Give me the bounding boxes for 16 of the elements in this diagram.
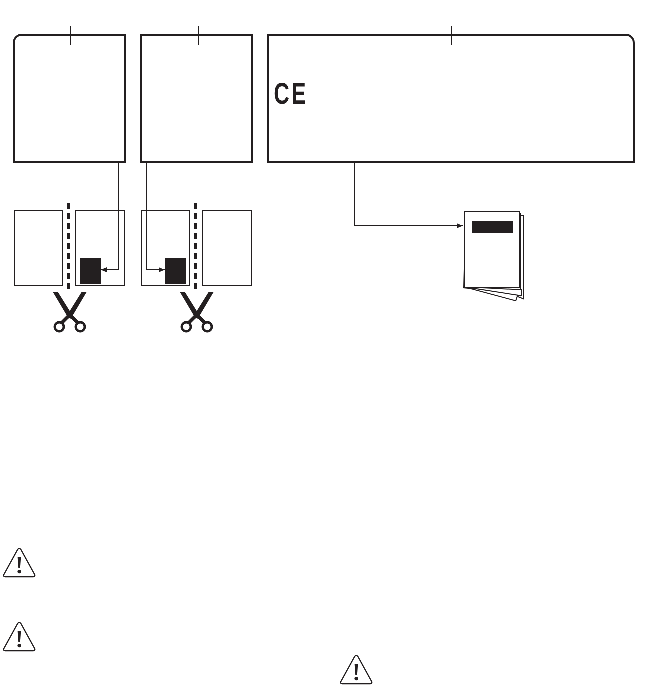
sticker-patch xyxy=(165,258,186,284)
leader-line xyxy=(70,26,72,46)
page-sheet xyxy=(141,210,190,286)
leader-arrow xyxy=(100,162,120,272)
label-frame xyxy=(267,34,635,163)
page-sheet xyxy=(14,210,63,286)
label-frame xyxy=(13,34,126,163)
leader-arrow xyxy=(146,162,166,272)
ce-mark: CE xyxy=(274,80,308,110)
page-sheet xyxy=(202,210,252,286)
booklet-illustration xyxy=(463,210,525,302)
leader-arrow xyxy=(354,162,464,228)
page-sheet xyxy=(75,210,125,286)
sticker-patch xyxy=(80,258,101,284)
label-frame xyxy=(140,34,253,163)
leader-line xyxy=(198,26,200,46)
